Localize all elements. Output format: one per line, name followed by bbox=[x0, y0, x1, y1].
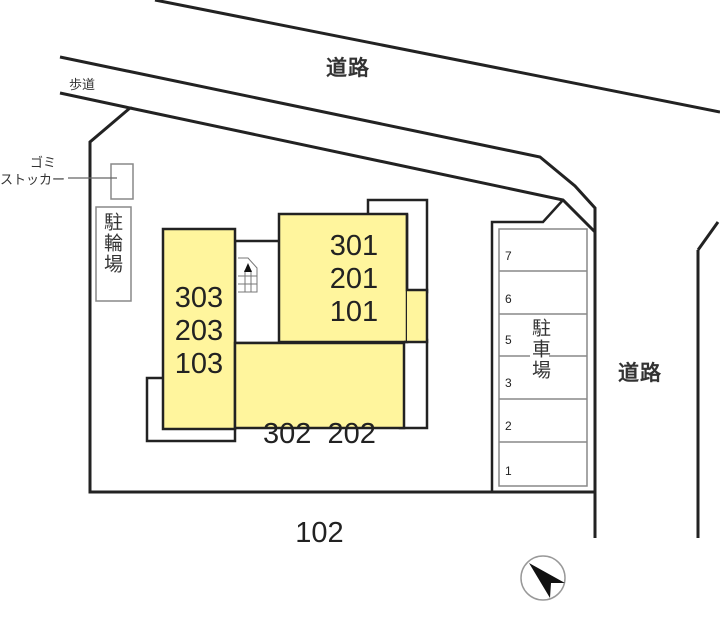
parking-slot-6: 6 bbox=[505, 292, 512, 306]
parking-slot-7: 7 bbox=[505, 249, 512, 263]
unit-203: 203 bbox=[174, 315, 224, 347]
garbage-label-line2: ストッカー bbox=[0, 173, 66, 188]
building-south bbox=[233, 341, 406, 430]
bicycle-parking bbox=[95, 206, 132, 302]
unit-301: 301 bbox=[329, 230, 379, 262]
parking-slot-1: 1 bbox=[505, 464, 512, 478]
sidewalk-edge bbox=[59, 55, 597, 538]
building-northeast-units: 301 201 101 bbox=[279, 230, 429, 329]
building-south-units: 302 202 102 bbox=[235, 352, 404, 583]
car-parking-label: 駐車場 bbox=[529, 318, 551, 381]
road-label-north: 道路 bbox=[326, 56, 370, 80]
road-edge-north bbox=[154, 0, 720, 114]
road-label-east: 道路 bbox=[618, 361, 662, 385]
unit-303: 303 bbox=[174, 282, 224, 314]
sidewalk-label: 歩道 bbox=[69, 78, 96, 93]
stairs-icon bbox=[238, 257, 258, 293]
building-west-units: 303 203 103 bbox=[163, 282, 235, 381]
site-boundary bbox=[59, 91, 595, 494]
building-northeast bbox=[277, 212, 409, 344]
parking-slot-2: 2 bbox=[505, 419, 512, 433]
units-302-202: 302 202 bbox=[263, 418, 376, 450]
parking-outline bbox=[490, 199, 564, 492]
unit-102: 102 bbox=[295, 517, 344, 549]
compass-north-arrow-icon bbox=[520, 555, 566, 601]
parking-slot-3: 3 bbox=[505, 376, 512, 390]
garbage-stocker bbox=[110, 163, 134, 200]
bicycle-parking-label: 駐輪場 bbox=[101, 212, 123, 275]
unit-101: 101 bbox=[329, 296, 379, 328]
unit-201: 201 bbox=[329, 263, 379, 295]
parking-slot-5: 5 bbox=[505, 333, 512, 347]
building-west bbox=[161, 227, 237, 431]
garbage-label-line1: ゴミ bbox=[30, 156, 57, 171]
unit-103: 103 bbox=[174, 348, 224, 380]
